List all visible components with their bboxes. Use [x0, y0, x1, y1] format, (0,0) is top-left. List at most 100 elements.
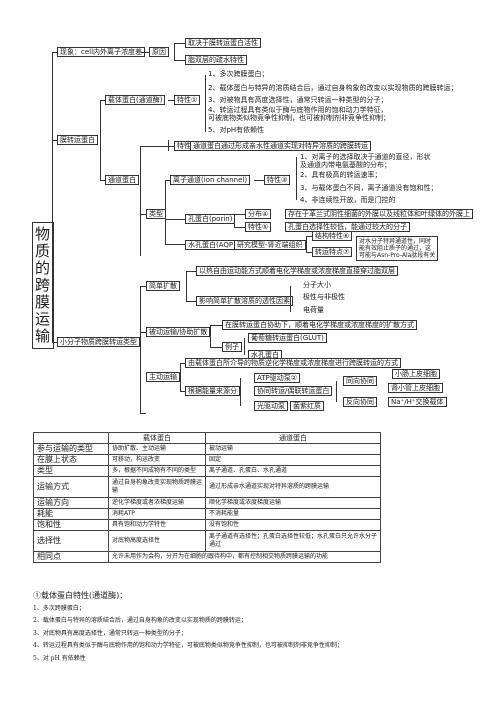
carrier-trait-list: ①载体蛋白特性(通道酶)： 1、多次跨膜蛋白； 2、载体蛋白与特异的溶质结合后，通…	[33, 590, 343, 665]
dist-box: 分布④	[245, 209, 272, 219]
table-cell: 选择性	[33, 530, 109, 552]
table-cell: 不消耗能量	[205, 508, 381, 520]
table-cell: 耗能	[33, 508, 109, 520]
passive-box: 被动运输/协助扩散	[146, 327, 211, 337]
trait3-box: 特性③	[264, 175, 291, 185]
title-char: 的	[34, 259, 51, 277]
table-cell: 被动运输	[205, 443, 381, 455]
title-char: 质	[34, 242, 51, 260]
page-title-vertical: 物质的跨膜运输	[32, 222, 54, 349]
carrier-item: 4、转运过程具有类似于酶与底物作用的饱和动力学特征，	[208, 106, 388, 114]
light-box: 光驱动泵	[254, 401, 288, 411]
list-item: 4、转运过程具有类似于酶与底物作用的饱和动力学特征，可被底物类似物竞争性抑制，也…	[33, 642, 343, 649]
aqp-note-line: 可能与Asn-Pro-Ala肽段有关	[359, 252, 436, 259]
feat-box: 转运特点⑦	[312, 247, 353, 257]
table-header: 载体蛋白	[108, 432, 206, 444]
table-cell: 顺化学梯度或浓度梯度运输	[205, 497, 381, 509]
trait1-box: 特性①	[174, 95, 201, 105]
table-cell: 协助扩散、主动运输	[108, 443, 206, 455]
factor-item: 分子大小	[303, 281, 331, 289]
table-cell: 具有饱和动力学特性	[108, 519, 206, 531]
struct-box: 结构特性⑥	[312, 231, 353, 241]
active-box: 主动运输	[146, 372, 180, 382]
table-cell: 没有饱和性	[205, 519, 381, 531]
table-row: 运输方向逆化学梯度或者浓梯度运输顺化学梯度或浓度梯度运输	[33, 497, 381, 509]
title-char: 运	[34, 310, 51, 328]
carrier-item: 2、载体蛋白与特异的溶质结合后，通过自身构象的改变以实现物质的跨膜转运；	[208, 84, 458, 92]
phenomenon-box: 现象：cell内外离子浓度差	[57, 47, 146, 57]
dist-text: 存在于革兰式阴性细菌的外膜以及线粒体和叶绿体的外膜上	[285, 209, 473, 219]
small-mol-box: 小分子物质跨膜转运类型	[57, 337, 140, 347]
table-row: 类型多，根据不同成物有不同的类型离子通道、孔蛋白、水孔通道	[33, 465, 381, 477]
carrier-box: 载体蛋白(通道酶)	[105, 95, 166, 105]
cotrans-box: 协同转运/偶联转运蛋白	[254, 386, 333, 396]
atp-box: ATP驱动泵②	[254, 373, 301, 383]
list-item: 5、对 pH 有依赖性	[33, 654, 86, 662]
simple-text: 以热自由运动能方式顺着电化学梯度或浓度梯度直接穿过脂双层	[196, 266, 398, 276]
sym2-box: 肾小管上皮细胞	[388, 383, 443, 393]
comparison-table: 载体蛋白通道蛋白参与运输的类型协助扩散、主动运输被动运输在膜上状态可移动，构运改…	[33, 432, 381, 563]
title-char: 跨	[34, 276, 51, 294]
ion-item: 2、具有极高的转运速率；	[300, 171, 382, 179]
table-row: 在膜上状态可移动，构运改变固定	[33, 454, 381, 466]
table-cell: 参与运输的类型	[33, 443, 109, 455]
reason-1-box: 取决于膜转运蛋白活性	[185, 38, 261, 48]
table-cell: 通过形成亲水通道实现对特异溶质的跨膜运输	[205, 476, 381, 498]
factor-item: 电荷量	[303, 306, 324, 314]
active-text: 由载体蛋白所介导的物质逆化学梯度或浓度梯度进行跨膜转运的方式	[185, 358, 401, 368]
table-header: 通道蛋白	[205, 432, 381, 444]
types-box: 类型	[146, 209, 166, 219]
anti-box: 反向协同	[343, 397, 377, 407]
list-item: 2、载体蛋白与特异的溶质结合后，通过自身构象的改变以实现物质的跨膜转运；	[33, 617, 247, 624]
table-cell: 运输方式	[33, 476, 109, 498]
reason-2-box: 脂双层的疏水特性	[185, 55, 247, 65]
passive-text: 在膜转运蛋白协助下，顺着电化学梯度或浓度梯度的扩散方式	[222, 320, 417, 330]
table-cell: 相同点	[33, 551, 109, 563]
example-box: 例子	[222, 342, 242, 352]
factors-box: 影响简单扩散溶质的透性因素	[196, 296, 293, 306]
ion-item: 3、与载体蛋白不同，离子通道没有饱和性；	[300, 184, 438, 192]
table-header	[33, 432, 109, 444]
table-row: 相同点允许未用作为会构，分开为在细胞的跟待构中，都有控制相交物质跨膜运输的功能	[33, 551, 381, 563]
transport-protein-box: 膜转运蛋白	[57, 135, 98, 145]
sym1-box: 小肠上皮细胞	[392, 369, 440, 379]
ion-item: 4、非连续性开放，而是门控的	[300, 196, 396, 204]
table-cell: 通过自身构象改变实现物质跨膜运输	[108, 476, 206, 498]
ion-item: 1、对离子的选择取决于通道的直径，形状	[300, 153, 431, 161]
aqp-note: 对水分子特异通道性，同时能有效阻止质子的通过，这可能与Asn-Pro-Ala肽段…	[356, 236, 439, 261]
table-row: 饱和性具有饱和动力学特性没有饱和性	[33, 519, 381, 531]
table-row: 运输方式通过自身构象改变实现物质跨膜运输通过形成亲水通道实现对特异溶质的跨膜运输	[33, 476, 381, 498]
sym-box: 同向协同	[343, 376, 377, 386]
list-title: ①载体蛋白特性(通道酶)：	[33, 591, 128, 600]
table-cell: 消耗ATP	[108, 508, 206, 520]
carrier-item: 5、对pH有依赖性	[208, 126, 265, 134]
simple-box: 简单扩散	[146, 281, 180, 291]
table-cell: 可移动，构运改变	[108, 454, 206, 466]
title-char: 膜	[34, 293, 51, 311]
title-char: 物	[34, 225, 51, 243]
porin-box: 孔蛋白(porin)	[185, 214, 236, 224]
table-cell: 固定	[205, 454, 381, 466]
list-item: 1、多次跨膜蛋白；	[33, 604, 85, 612]
table-cell: 离子通道、孔蛋白、水孔通道	[205, 465, 381, 477]
bacterio-box: 菌紫红质	[290, 401, 324, 411]
title-char: 输	[34, 327, 51, 345]
table-cell: 逆化学梯度或者浓梯度运输	[108, 497, 206, 509]
channel-box: 通道蛋白	[105, 175, 139, 185]
carrier-item: 可被底物类似物竞争性抑制，也可被抑制剂非竞争性抑制；	[208, 114, 390, 122]
trait2-text: 通道蛋白通过形成亲水性通道实现对特异溶质的跨膜转运	[190, 141, 371, 151]
trait5-box: 特性⑤	[245, 222, 272, 232]
ex1-box: 葡萄糖转运蛋白(GLUT)	[248, 333, 327, 343]
table-row: 选择性对底物高度选择性离子通道有选择性；孔蛋白选择性较低；水孔蛋白只允许水分子通…	[33, 530, 381, 552]
aqp-note-line: 对水分子特异通道性，同时	[359, 238, 432, 245]
reason-box: 原因	[149, 47, 169, 57]
table-cell: 类型	[33, 465, 109, 477]
table-cell: 运输方向	[33, 497, 109, 509]
table-row: 参与运输的类型协助扩散、主动运输被动运输	[33, 443, 381, 455]
table-cell: 饱和性	[33, 519, 109, 531]
carrier-item: 3、对被物具有高度选择性，通常只转运一种类型的分子；	[208, 96, 388, 104]
ion-item: 及通道内带电氨基酸的分布；	[300, 161, 391, 169]
anti1-box: Na⁺/H⁺交换载体	[388, 397, 447, 407]
aqp-model-box: 研究模型-肾近端组织	[234, 240, 306, 250]
